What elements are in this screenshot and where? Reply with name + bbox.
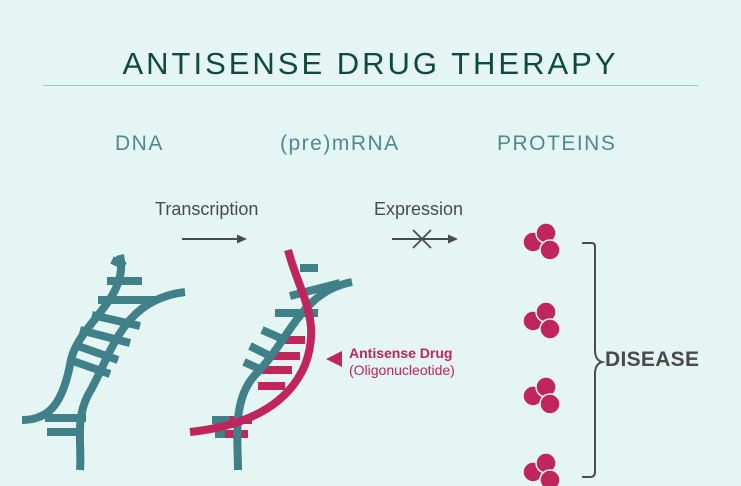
page-title: ANTISENSE DRUG THERAPY [122,46,619,81]
drug-name: Antisense Drug [349,345,453,361]
transcription-arrow [182,234,247,244]
disease-label: DISEASE [605,348,700,371]
antisense-drug-label: Antisense Drug (Oligonucleotide) [349,345,455,379]
blocked-expression-arrow [392,229,458,249]
dna-helix-icon [21,254,186,471]
disease-bracket [582,242,606,478]
title-divider [43,85,698,86]
protein-cluster-3 [522,376,561,415]
drug-pointer-icon [326,351,342,367]
protein-cluster-1 [522,222,561,261]
protein-cluster-2 [522,301,561,340]
column-heading-mrna: (pre)mRNA [280,132,400,155]
column-heading-dna: DNA [115,132,164,155]
transcription-label: Transcription [155,199,259,219]
column-heading-proteins: PROTEINS [497,132,617,155]
protein-cluster-4 [522,452,561,486]
mrna-helix-icon [189,248,353,471]
drug-subtitle: (Oligonucleotide) [349,362,455,378]
expression-label: Expression [374,199,464,219]
